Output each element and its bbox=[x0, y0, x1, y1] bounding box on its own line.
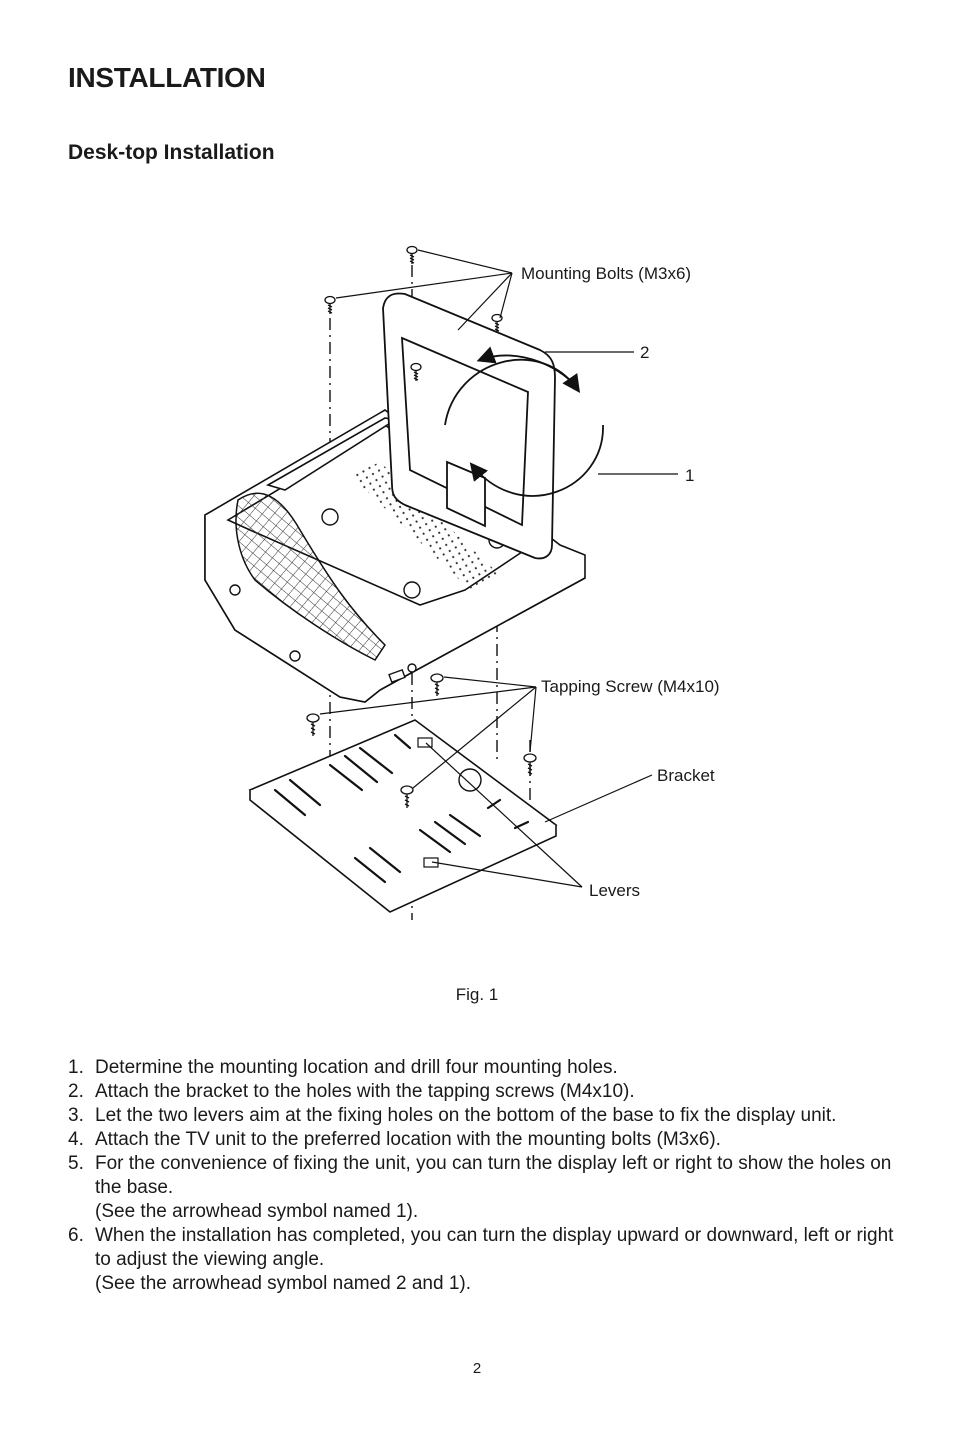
label-rotation-2: 2 bbox=[640, 343, 649, 362]
list-item: 6. When the installation has completed, … bbox=[68, 1224, 898, 1296]
installation-steps: 1. Determine the mounting location and d… bbox=[68, 1056, 898, 1296]
installation-diagram: Mounting Bolts (M3x6) 2 1 Tapping Screw … bbox=[0, 230, 954, 920]
figure-caption: Fig. 1 bbox=[455, 985, 499, 1004]
label-rotation-1: 1 bbox=[685, 466, 694, 485]
step-number: 5. bbox=[68, 1153, 84, 1174]
list-item: 4. Attach the TV unit to the preferred l… bbox=[68, 1128, 898, 1152]
step-text: Attach the bracket to the holes with the… bbox=[95, 1081, 635, 1102]
label-tapping-screw: Tapping Screw (M4x10) bbox=[541, 677, 720, 696]
step-number: 1. bbox=[68, 1057, 84, 1078]
step-note: (See the arrowhead symbol named 1). bbox=[95, 1201, 419, 1222]
step-number: 3. bbox=[68, 1105, 84, 1126]
vent-dots bbox=[350, 462, 500, 590]
label-levers: Levers bbox=[589, 881, 640, 900]
step-note: (See the arrowhead symbol named 2 and 1)… bbox=[95, 1273, 471, 1294]
bracket-plate bbox=[248, 719, 558, 913]
step-text: Let the two levers aim at the fixing hol… bbox=[95, 1105, 837, 1126]
page-number: 2 bbox=[472, 1360, 482, 1377]
list-item: 3. Let the two levers aim at the fixing … bbox=[68, 1104, 898, 1128]
step-text: Attach the TV unit to the preferred loca… bbox=[95, 1129, 721, 1150]
step-number: 4. bbox=[68, 1129, 84, 1150]
list-item: 5. For the convenience of fixing the uni… bbox=[68, 1152, 898, 1224]
step-text: For the convenience of fixing the unit, … bbox=[95, 1153, 892, 1198]
section-title: Desk-top Installation bbox=[68, 141, 275, 164]
step-text: When the installation has completed, you… bbox=[95, 1225, 894, 1270]
label-mounting-bolts: Mounting Bolts (M3x6) bbox=[521, 264, 691, 283]
list-item: 2. Attach the bracket to the holes with … bbox=[68, 1080, 898, 1104]
list-item: 1. Determine the mounting location and d… bbox=[68, 1056, 898, 1080]
screws bbox=[306, 245, 537, 808]
step-number: 2. bbox=[68, 1081, 84, 1102]
speaker-grille bbox=[235, 492, 386, 661]
step-text: Determine the mounting location and dril… bbox=[95, 1057, 618, 1078]
label-bracket: Bracket bbox=[657, 766, 715, 785]
page-title: INSTALLATION bbox=[68, 62, 266, 93]
step-number: 6. bbox=[68, 1225, 84, 1246]
